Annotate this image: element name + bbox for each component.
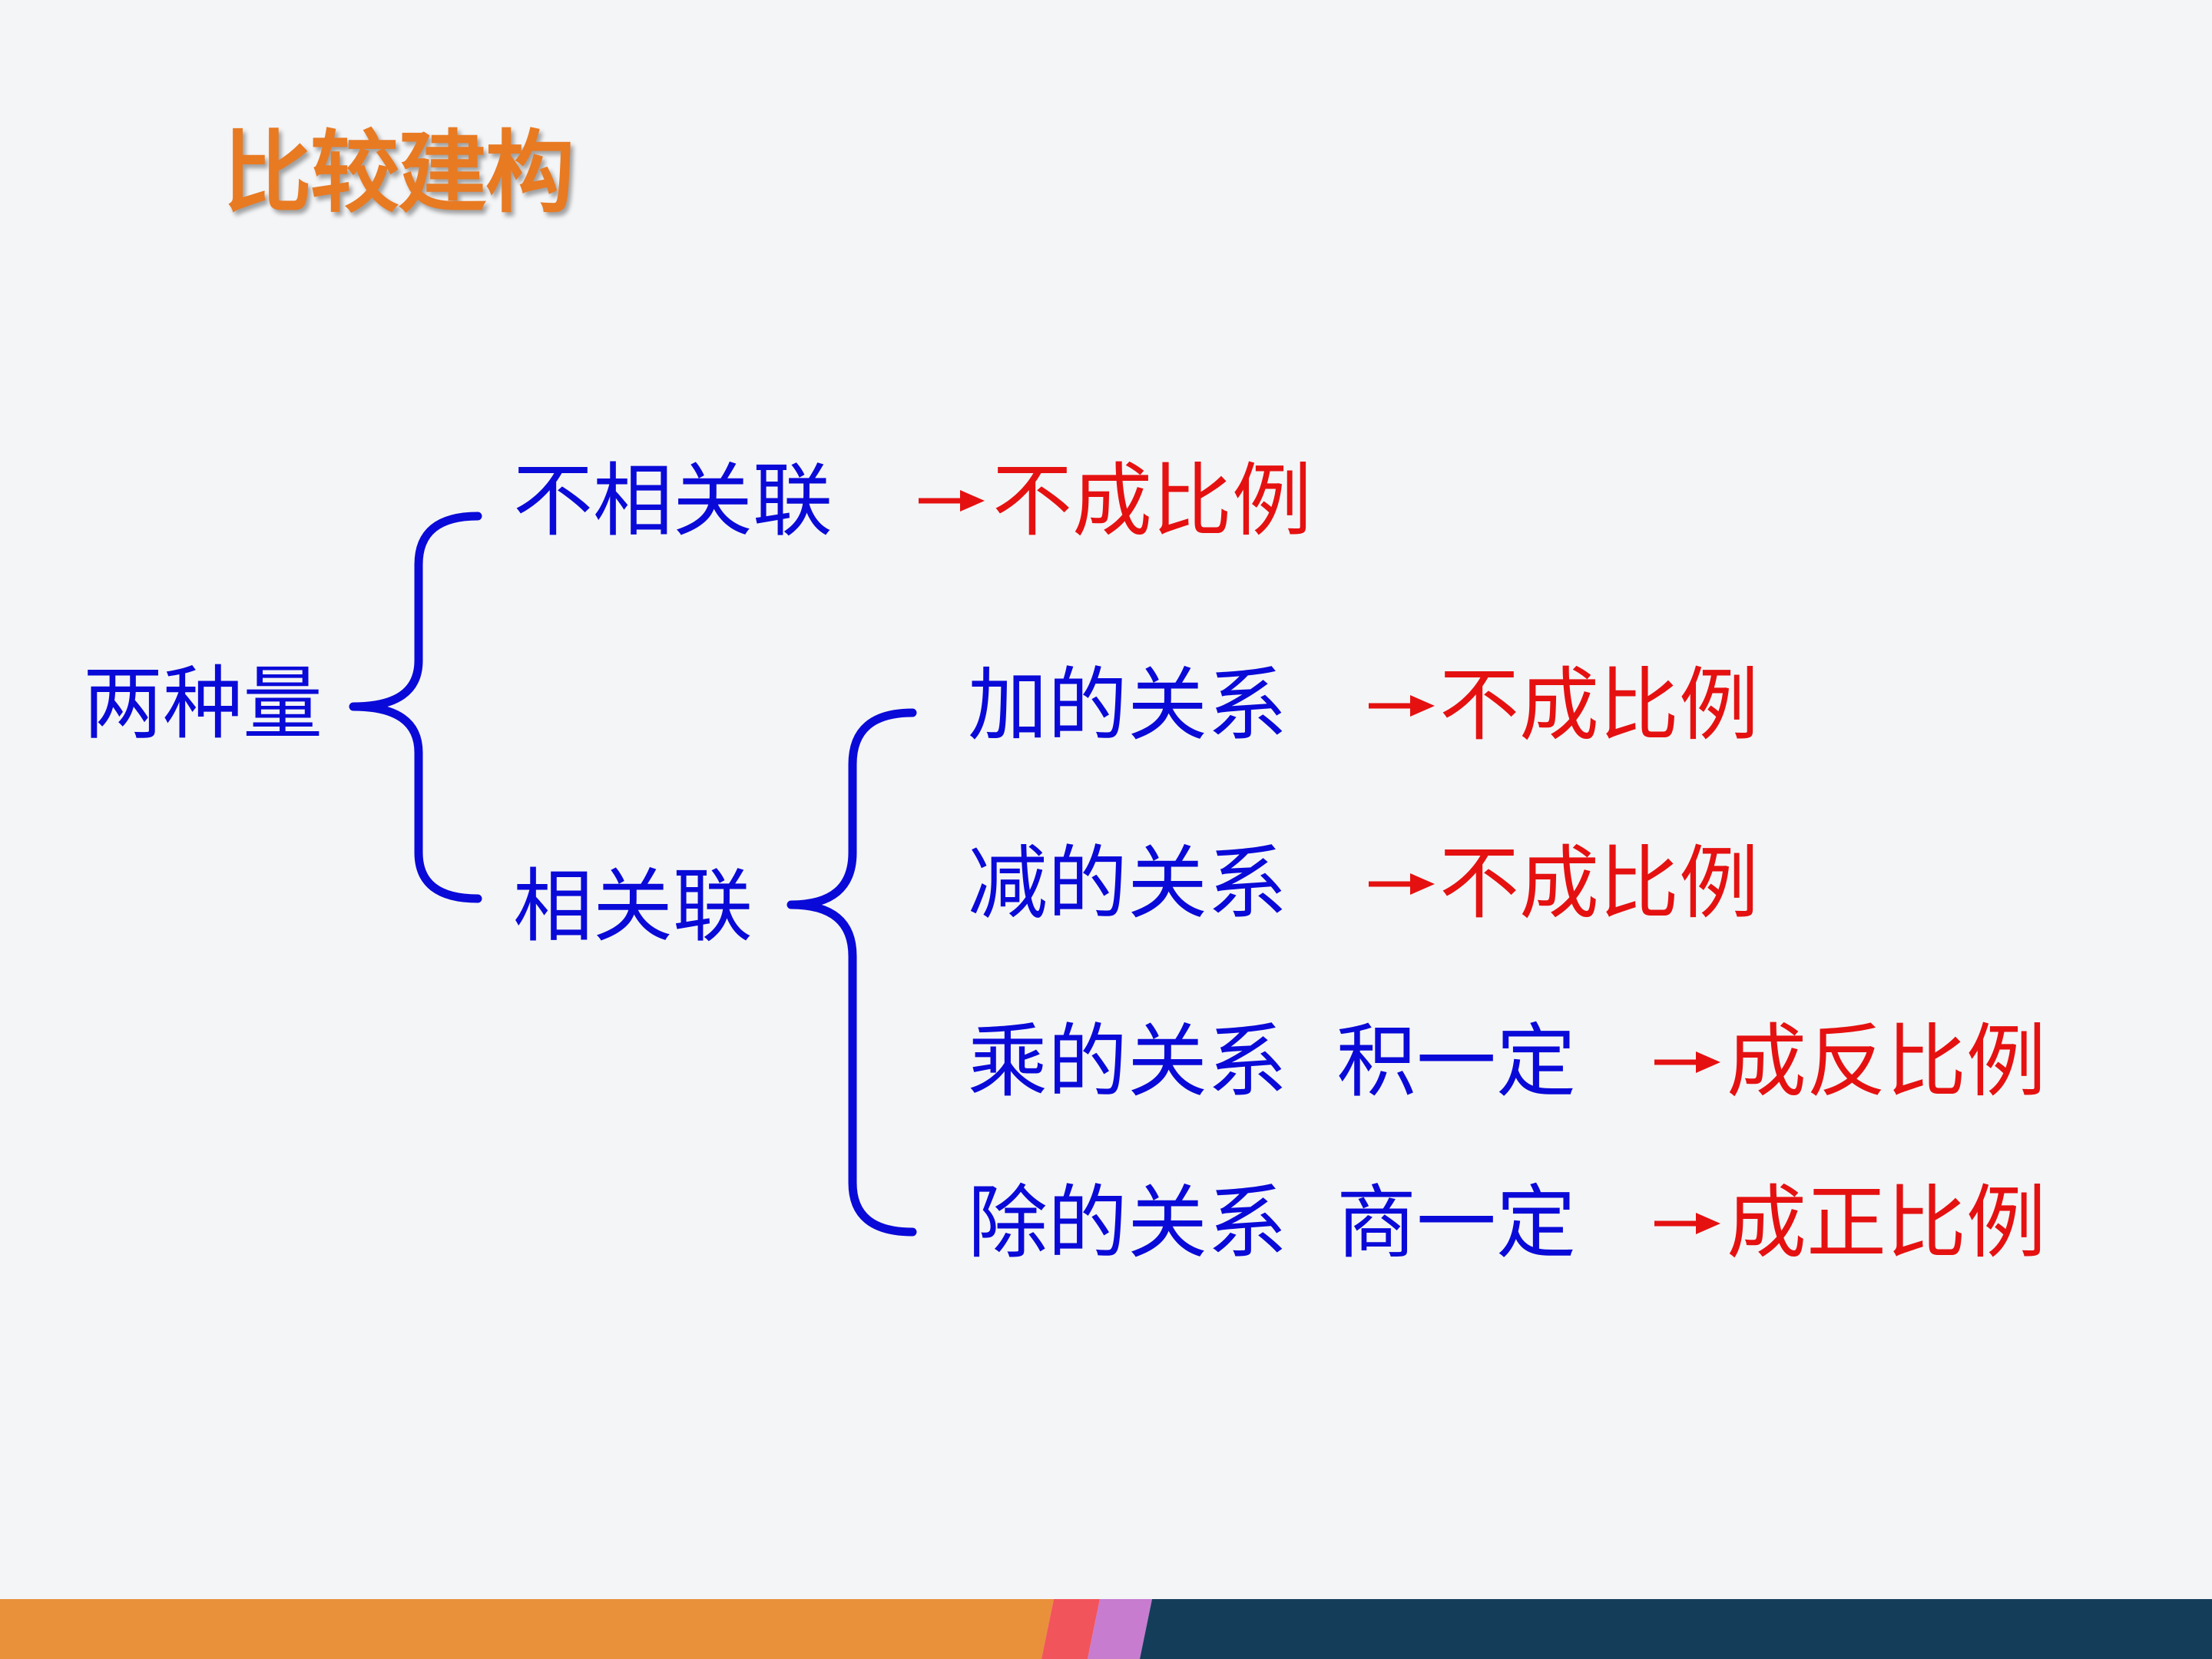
footer-orange: [0, 1599, 1054, 1659]
footer-purple: [1088, 1599, 1152, 1659]
relation-multiply-result: 成反比例: [1727, 1015, 2047, 1108]
inner-brace: [786, 708, 917, 1237]
branch-unrelated-result: 不成比例: [992, 454, 1313, 548]
footer-navy: [1140, 1599, 2212, 1659]
relation-divide-result: 成正比例: [1727, 1176, 2047, 1270]
branch-related-label: 相关联: [513, 859, 753, 953]
relation-divide-condition: 商一定: [1336, 1176, 1577, 1270]
slide-title: 比较建构: [223, 121, 575, 225]
relation-add-label: 加的关系: [968, 658, 1288, 752]
relation-divide-label: 除的关系: [968, 1176, 1288, 1270]
branch-unrelated-label: 不相关联: [513, 454, 833, 548]
relation-subtract-label: 减的关系: [968, 836, 1288, 930]
footer-band: [0, 1599, 2212, 1659]
relation-multiply-condition: 积一定: [1336, 1015, 1577, 1108]
root-node: 两种量: [83, 657, 323, 750]
relation-subtract-result: 不成比例: [1439, 836, 1760, 930]
relation-add-result: 不成比例: [1439, 658, 1760, 752]
footer-red: [1041, 1599, 1100, 1659]
relation-multiply-label: 乘的关系: [968, 1015, 1288, 1108]
outer-brace: [349, 512, 482, 903]
